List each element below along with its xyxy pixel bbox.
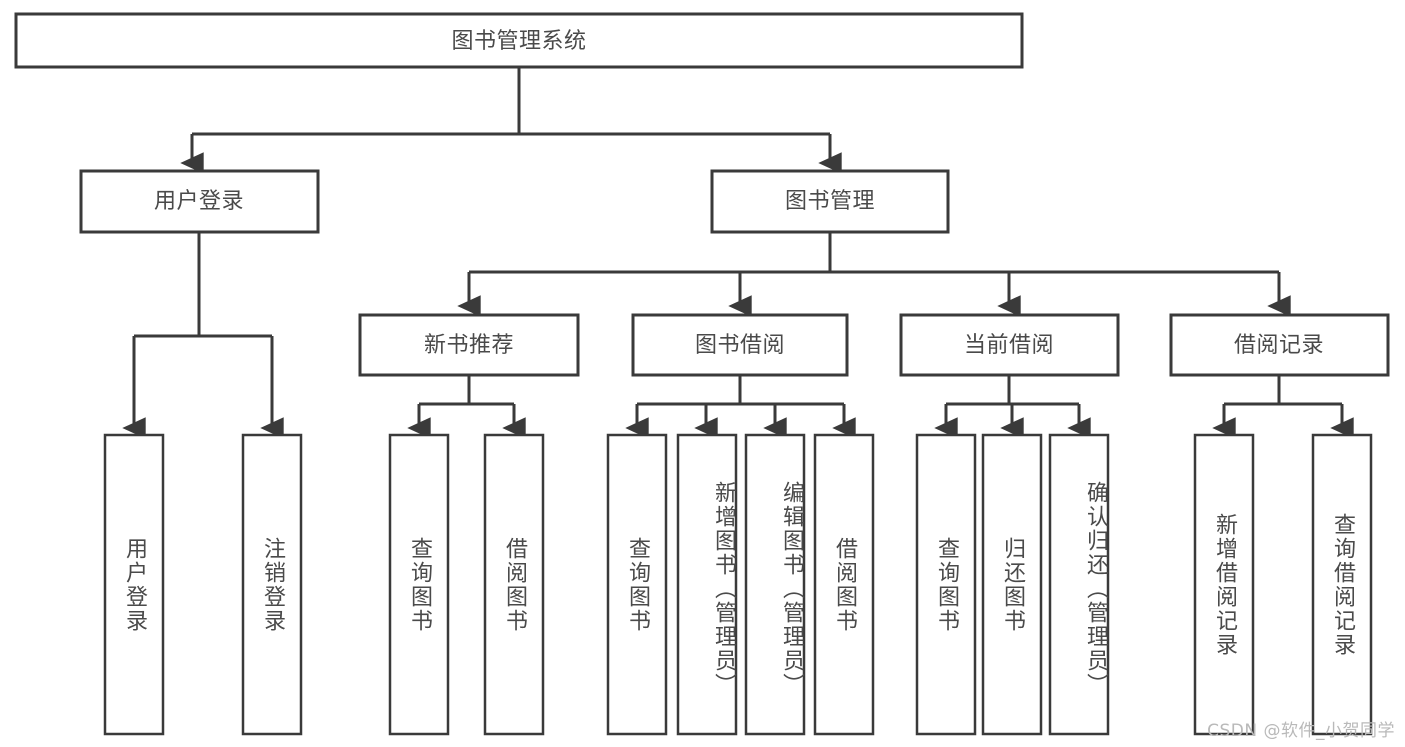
node-leaf-query-book-2[interactable]: [606, 433, 668, 736]
node-current-borrow[interactable]: [899, 313, 1120, 377]
node-root-label: 图书管理系统: [451, 29, 586, 54]
node-leaf-borrow-book-1[interactable]: [483, 433, 545, 736]
node-book-borrow-label: 图书借阅: [695, 333, 785, 358]
node-borrow-record[interactable]: [1169, 313, 1390, 377]
node-leaf-edit-book[interactable]: [744, 433, 806, 736]
node-leaf-query-book-3[interactable]: [915, 433, 977, 736]
node-root[interactable]: [14, 12, 1024, 69]
node-leaf-confirm-return[interactable]: [1048, 433, 1110, 736]
node-leaf-query-book-1[interactable]: [388, 433, 450, 736]
node-book-borrow[interactable]: [631, 313, 849, 377]
node-leaf-query-record[interactable]: [1311, 433, 1373, 736]
node-leaf-user-login[interactable]: [103, 433, 165, 736]
node-book-manage-label: 图书管理: [785, 189, 875, 214]
node-leaf-borrow-book-2[interactable]: [813, 433, 875, 736]
csdn-watermark: CSDN @软件_小贺同学: [1207, 721, 1395, 741]
node-leaf-return-book[interactable]: [981, 433, 1043, 736]
node-user-login[interactable]: [79, 169, 320, 234]
node-new-book-recommend[interactable]: [358, 313, 580, 377]
node-current-borrow-label: 当前借阅: [964, 333, 1054, 358]
node-leaf-add-record[interactable]: [1193, 433, 1255, 736]
node-leaf-add-book[interactable]: [676, 433, 738, 736]
node-leaf-user-logout[interactable]: [241, 433, 303, 736]
node-borrow-record-label: 借阅记录: [1234, 333, 1324, 358]
node-new-book-recommend-label: 新书推荐: [424, 333, 514, 358]
node-book-manage[interactable]: [710, 169, 950, 234]
node-user-login-label: 用户登录: [154, 189, 244, 214]
